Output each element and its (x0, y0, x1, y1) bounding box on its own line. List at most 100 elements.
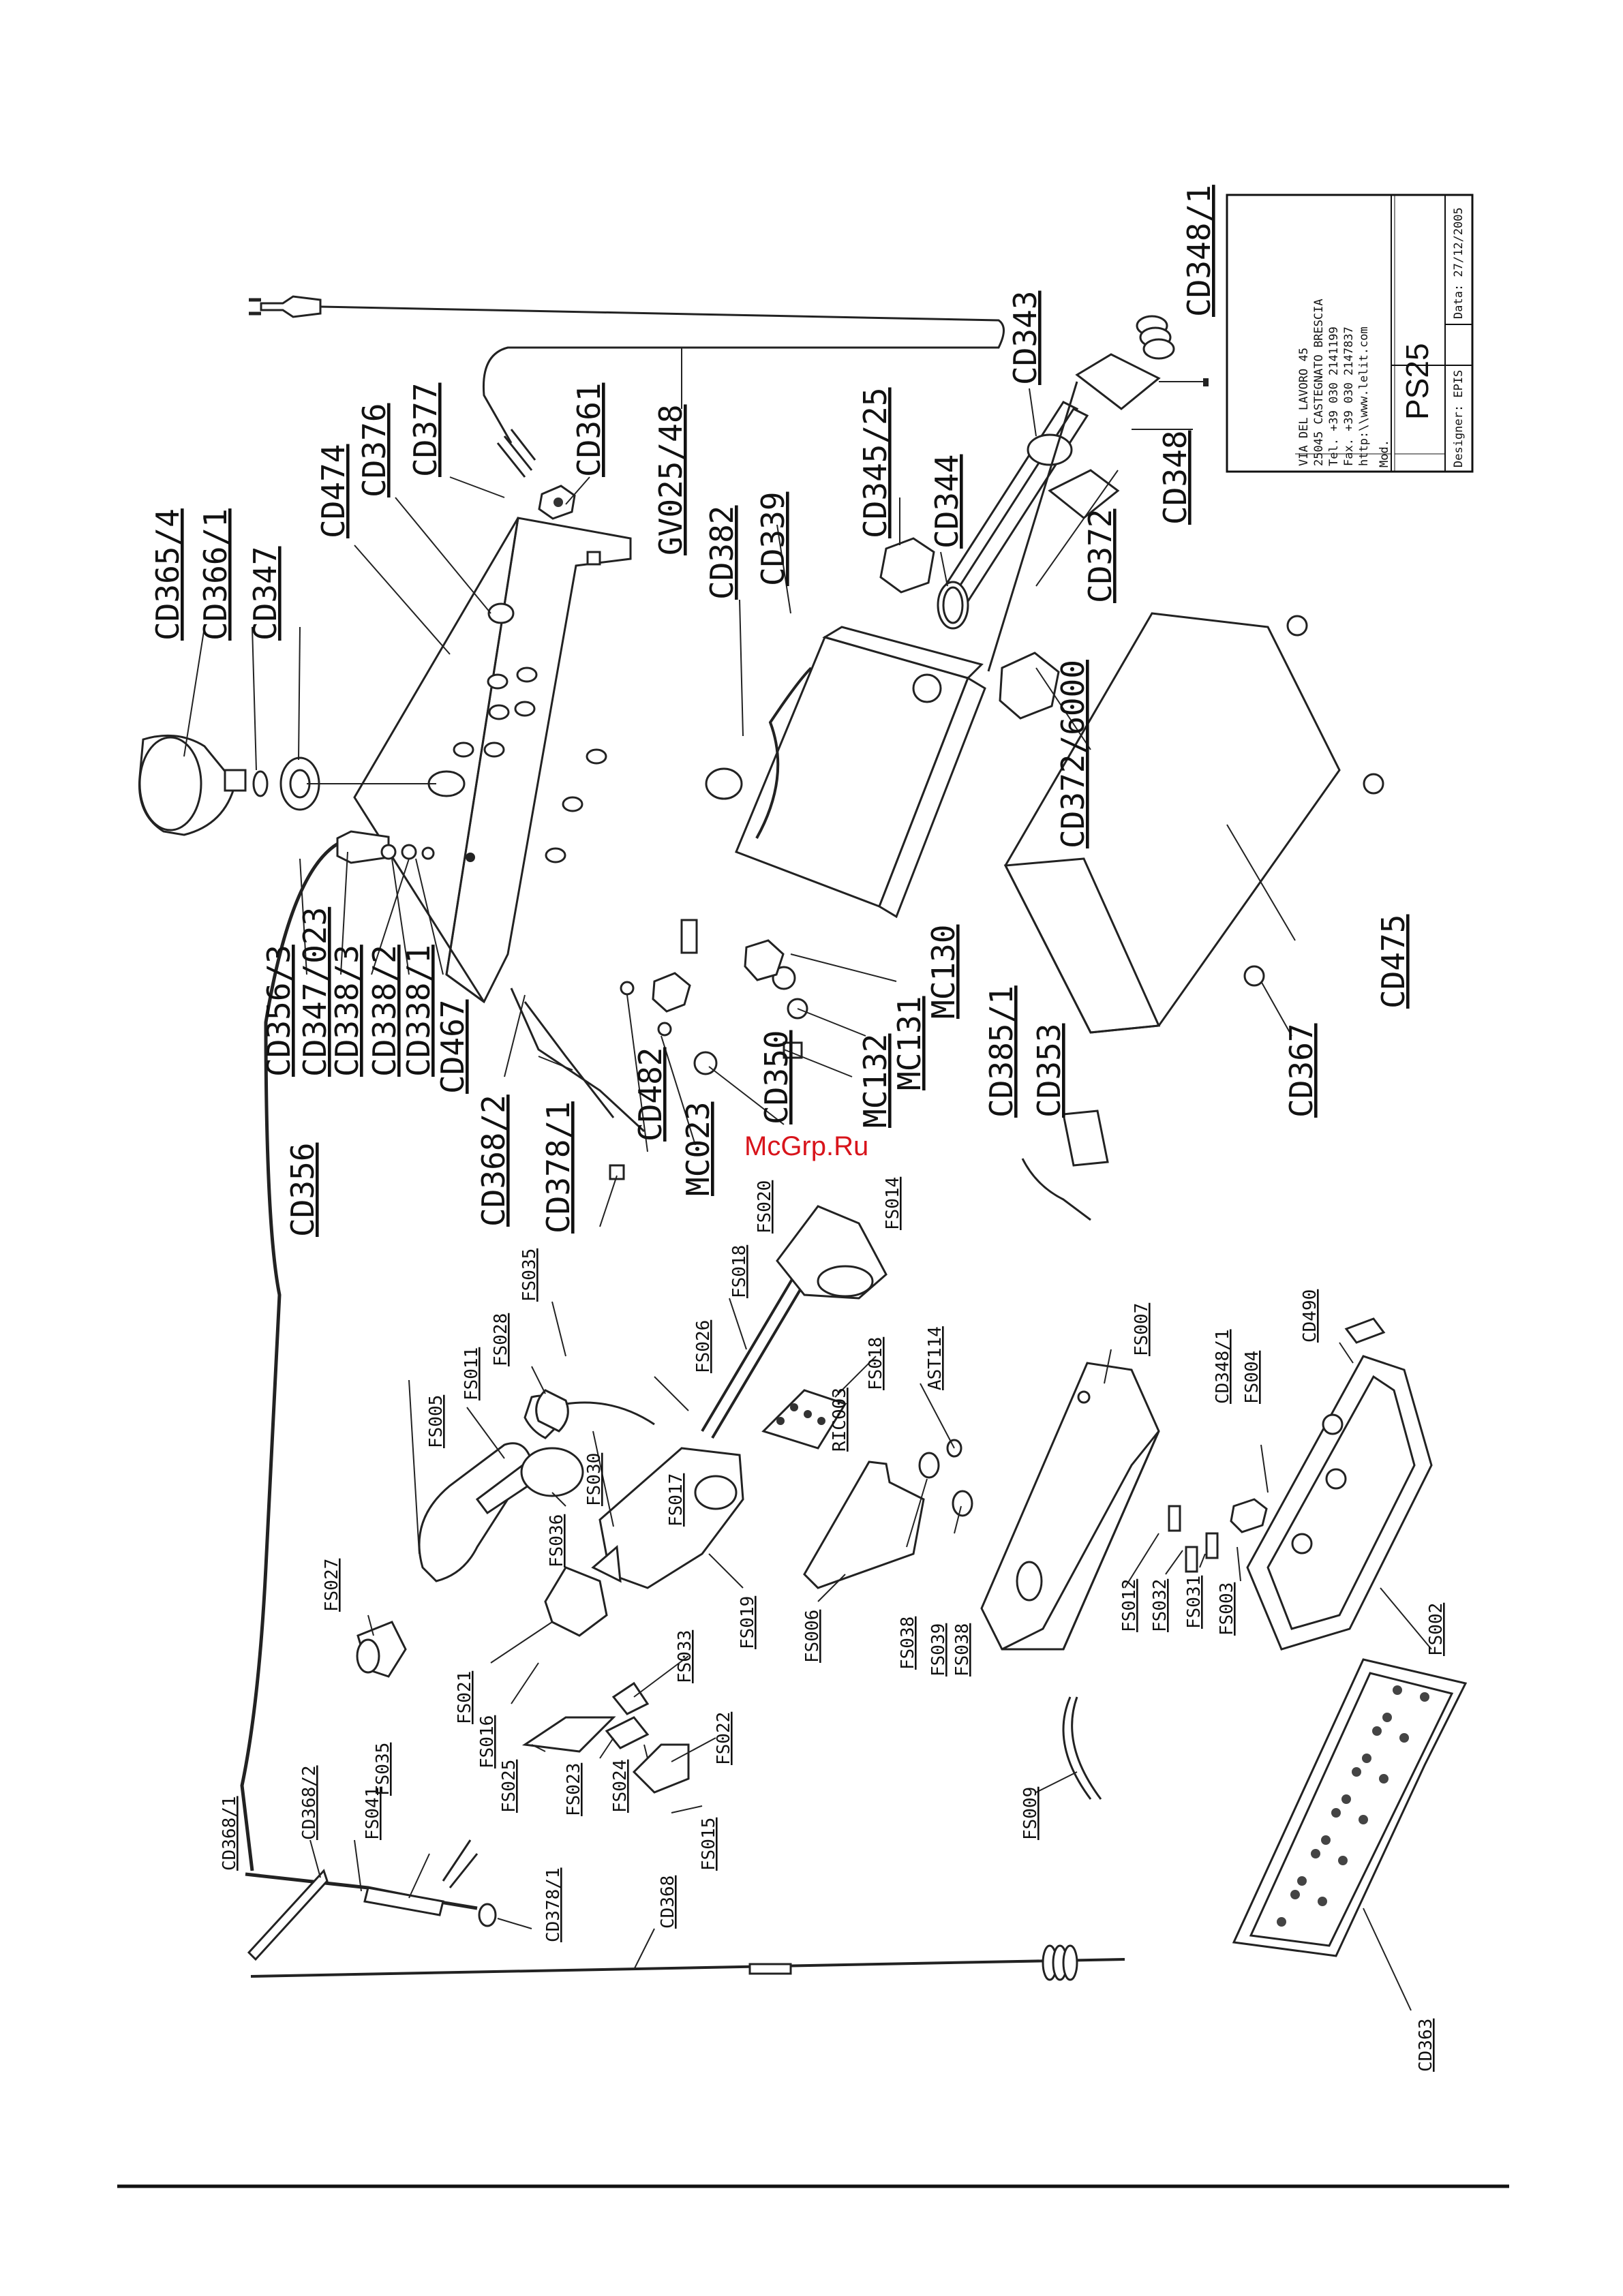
label-fs016: FS016 (477, 1715, 498, 1769)
label-cd347: CD347 (247, 547, 284, 641)
label-fs004: FS004 (1242, 1351, 1262, 1404)
power-cord (249, 295, 1005, 478)
label-mc132: MC132 (857, 1034, 894, 1128)
label-cd385-1: CD385/1 (983, 985, 1020, 1118)
label-fs030: FS030 (584, 1453, 605, 1506)
label-cd378-1: CD378/1 (540, 1101, 577, 1234)
watermark-text: McGrp.Ru (744, 1131, 868, 1161)
valve-cd345 (879, 537, 935, 594)
label-mc131: MC131 (891, 996, 928, 1090)
label-cd339: CD339 (755, 492, 791, 586)
label-fs014: FS014 (883, 1177, 903, 1230)
label-fs033: FS033 (675, 1630, 695, 1683)
mod-label: Mod. (1378, 440, 1391, 468)
cable-cd368 (250, 1944, 1125, 1981)
label-fs035-b: FS035 (373, 1743, 393, 1796)
label-fs020: FS020 (755, 1180, 775, 1234)
label-cd368-1: CD368/1 (219, 1796, 240, 1871)
label-cd482: CD482 (632, 1047, 669, 1142)
connector-cd353 (1021, 1109, 1109, 1221)
label-cd475: CD475 (1375, 915, 1412, 1009)
spring-fs027 (356, 1621, 407, 1678)
label-fs031: FS031 (1184, 1576, 1204, 1629)
company-line-5: http:\\www.lelit.com (1357, 326, 1371, 466)
label-fs028: FS028 (491, 1313, 511, 1366)
company-line-2: 25045 CASTEGNATO BRESCIA (1312, 299, 1326, 466)
label-cd467: CD467 (434, 1000, 471, 1094)
label-cd344: CD344 (928, 455, 965, 549)
label-fs032: FS032 (1150, 1579, 1170, 1632)
knob-cd365 (138, 734, 436, 836)
label-cd368-2-b: CD368/2 (299, 1765, 320, 1840)
label-ast114: AST114 (925, 1326, 945, 1390)
label-fs011: FS011 (461, 1347, 482, 1400)
hose-fs041 (245, 1839, 497, 1927)
label-cd367: CD367 (1283, 1024, 1320, 1118)
label-cd348-1-b: CD348/1 (1213, 1329, 1233, 1404)
steam-hose-cd356 (240, 838, 347, 1871)
label-cd368-2: CD368/2 (475, 1095, 512, 1227)
label-cd361: CD361 (571, 383, 607, 477)
pivot-fs020 (776, 1205, 888, 1300)
soleplate-fs002 (1246, 1355, 1433, 1651)
label-cd343: CD343 (1007, 291, 1044, 385)
rest-mat-cd363 (1232, 1658, 1468, 1957)
label-gv025-48: GV025/48 (652, 404, 689, 555)
label-cd372: CD372 (1082, 509, 1119, 603)
label-cd347-023: CD347/023 (297, 907, 333, 1077)
control-wiring (510, 919, 808, 1180)
support-arm-fs019 (591, 1447, 744, 1589)
company-line-1: VIA DEL LAVORO 45 (1297, 348, 1311, 466)
label-fs024: FS024 (610, 1760, 631, 1813)
label-fs038-b: FS038 (952, 1623, 973, 1677)
label-fs035-a: FS035 (519, 1249, 540, 1302)
company-line-4: Fax. +39 030 2147837 (1342, 326, 1356, 466)
label-mc023: MC023 (680, 1102, 716, 1196)
clip-cd368-1 (247, 1869, 329, 1961)
label-fs015: FS015 (699, 1818, 719, 1871)
part-labels: CD365/4 CD366/1 CD347 CD474 CD376 CD377 … (149, 185, 1446, 2072)
label-cd382: CD382 (703, 506, 740, 600)
leader-lines (183, 348, 1432, 2011)
label-cd377: CD377 (407, 383, 444, 477)
cover-cd475 (1003, 612, 1384, 1034)
label-cd356-3: CD356/3 (260, 945, 297, 1077)
label-fs039: FS039 (928, 1623, 949, 1677)
label-fs003: FS003 (1217, 1582, 1237, 1636)
label-cd338-2: CD338/2 (366, 945, 403, 1077)
label-fs023: FS023 (564, 1763, 584, 1816)
label-cd365-4: CD365/4 (149, 508, 186, 641)
company-line-3: Tel. +39 030 2141199 (1327, 326, 1341, 466)
label-cd368: CD368 (658, 1876, 678, 1929)
label-fs009: FS009 (1020, 1787, 1041, 1840)
label-cd348: CD348 (1157, 431, 1194, 525)
label-fs027: FS027 (322, 1559, 342, 1612)
label-fs038-a: FS038 (898, 1617, 918, 1670)
label-fs006: FS006 (802, 1610, 823, 1663)
cable-fs009 (1062, 1696, 1102, 1800)
boiler-tank-cd339 (705, 626, 986, 919)
label-cd490: CD490 (1300, 1289, 1320, 1343)
washers-fs038 (918, 1439, 973, 1517)
label-fs022: FS022 (714, 1712, 734, 1765)
level-probe-cd372 (987, 315, 1209, 672)
label-cd372-6000: CD372/6000 (1055, 660, 1091, 848)
label-cd474: CD474 (315, 444, 352, 538)
label-fs041: FS041 (363, 1787, 383, 1840)
terminal-block-ric003 (761, 1389, 847, 1450)
label-cd366-1: CD366/1 (197, 508, 234, 641)
designer-text: Designer: EPIS (1452, 370, 1466, 468)
label-fs007: FS007 (1132, 1303, 1152, 1356)
label-fs026: FS026 (693, 1320, 714, 1373)
model-name: PS25 (1399, 343, 1435, 420)
fs023-fs025-parts (521, 1681, 690, 1794)
label-cd350: CD350 (758, 1030, 795, 1124)
label-cd376: CD376 (356, 403, 393, 498)
iron-screws (1168, 1317, 1386, 1573)
label-ric003: RIC003 (830, 1388, 850, 1452)
label-fs025: FS025 (499, 1760, 519, 1813)
rear-cover-fs036 (520, 1447, 584, 1497)
label-fs036: FS036 (547, 1514, 567, 1567)
label-cd348-1: CD348/1 (1181, 185, 1217, 317)
